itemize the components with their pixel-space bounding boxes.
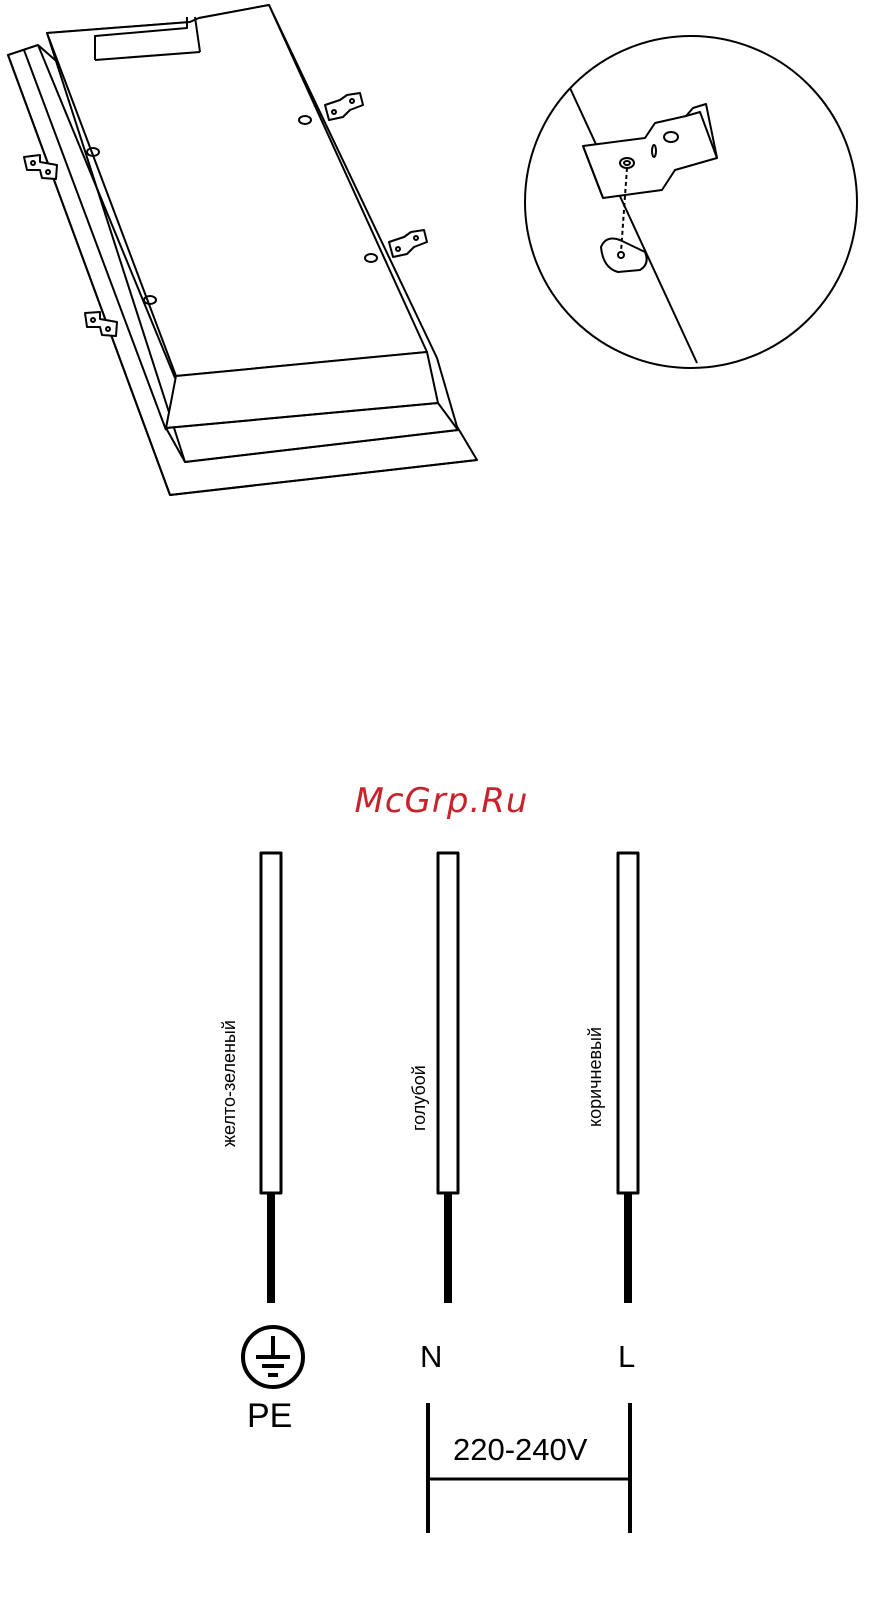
- bracket-mid-right: [389, 230, 427, 257]
- wiring-diagram: [243, 853, 638, 1533]
- terminal-label-l: L: [618, 1341, 635, 1372]
- l-wire-insulation: [618, 853, 638, 1193]
- wire-label-pe: желто-зеленый: [219, 1020, 240, 1147]
- terminal-label-n: N: [420, 1341, 442, 1372]
- ground-icon: [243, 1327, 303, 1387]
- pe-wire-insulation: [261, 853, 281, 1193]
- terminal-label-pe: PE: [247, 1399, 292, 1433]
- n-wire-insulation: [438, 853, 458, 1193]
- wire-label-l: коричневый: [585, 1027, 606, 1127]
- bracket-detail-view: [525, 36, 857, 368]
- watermark-text: McGrp.Ru: [0, 781, 883, 821]
- bracket-top-right: [325, 93, 363, 120]
- voltage-label: 220-240V: [453, 1434, 587, 1465]
- wire-label-n: голубой: [409, 1065, 430, 1131]
- voltage-bracket: [428, 1403, 630, 1533]
